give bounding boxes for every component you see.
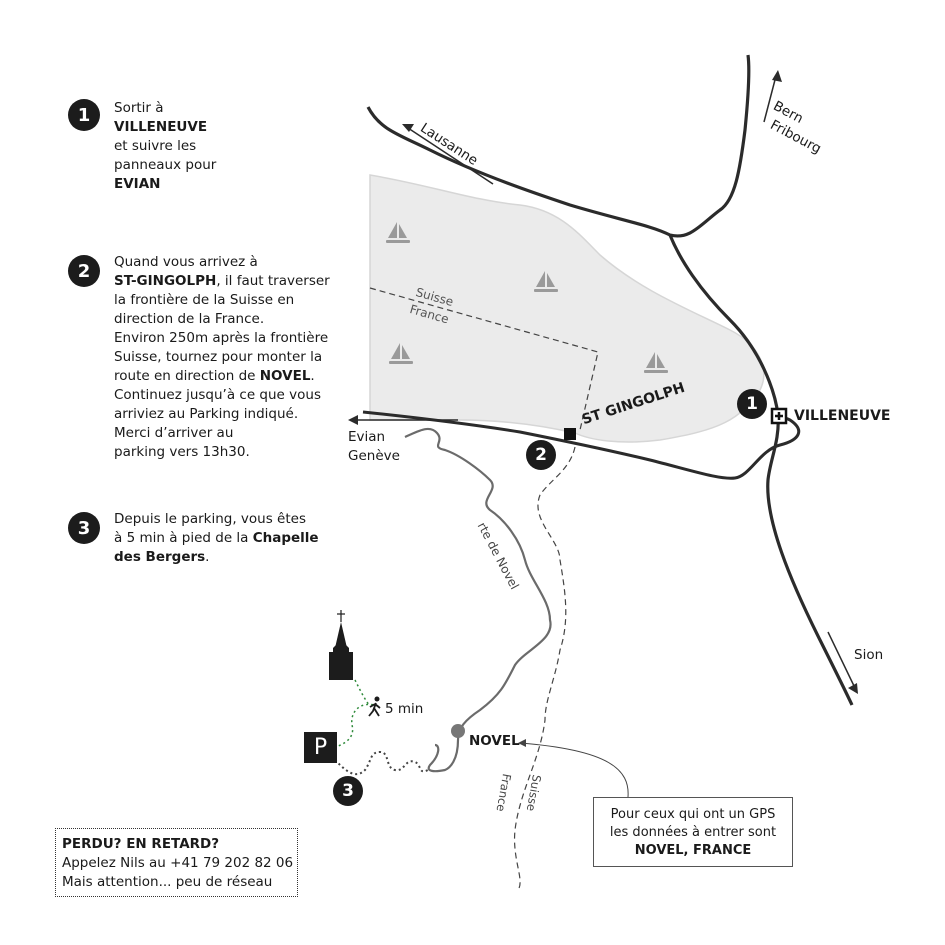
motorway [366, 54, 751, 238]
contact-phone: Appelez Nils au +41 79 202 82 06 [62, 855, 294, 871]
parking-track [334, 750, 429, 776]
gps-destination: NOVEL, FRANCE [634, 843, 752, 858]
arrow-evian-icon [348, 415, 458, 425]
arrow-sion-icon [827, 631, 858, 694]
walking-trail [331, 703, 379, 749]
contact-box: PERDU? EN RETARD? Appelez Nils au +41 79… [55, 828, 298, 897]
st-gingolph-marker [564, 428, 576, 440]
motorway [668, 234, 854, 706]
label-novel: NOVEL [469, 733, 520, 749]
step-number: 2 [68, 255, 100, 287]
hiker-icon [368, 696, 381, 717]
lakeside-road [362, 410, 801, 480]
step-2: 2 Quand vous arrivez à ST-GINGOLPH, il f… [68, 253, 330, 462]
label-walk-time: 5 min [385, 701, 424, 717]
marker-3: 3 [333, 776, 363, 806]
arrow-lausanne-icon [402, 124, 494, 185]
contact-title: PERDU? EN RETARD? [62, 836, 220, 852]
novel-road [404, 427, 552, 773]
arrow-bern-icon [763, 70, 782, 123]
step-text: Quand vous arrivez à ST-GINGOLPH, il fau… [114, 254, 330, 460]
step-3: 3 Depuis le parking, vous êtes à 5 min à… [68, 510, 319, 567]
step-1: 1 Sortir à VILLENEUVE et suivre les pann… [68, 99, 216, 194]
gps-box: Pour ceux qui ont un GPS les données à e… [593, 797, 793, 867]
walking-trail [354, 679, 371, 707]
chapel-icon [329, 610, 353, 680]
gps-callout-line [519, 742, 629, 798]
step-number: 3 [68, 512, 100, 544]
label-villeneuve: VILLENEUVE [794, 408, 891, 424]
gps-line: les données à entrer sont [609, 825, 777, 840]
boat-icon [386, 222, 410, 243]
boat-icon [534, 271, 558, 292]
boat-icon [389, 343, 413, 364]
marker-1: 1 [737, 389, 767, 419]
step-number: 1 [68, 99, 100, 131]
border-line [369, 287, 599, 431]
parking-icon: P [304, 732, 337, 763]
step-text: Depuis le parking, vous êtes à 5 min à p… [114, 511, 319, 565]
marker-2: 2 [526, 440, 556, 470]
boat-icon [644, 352, 668, 373]
border-line [513, 446, 576, 891]
step-text: Sortir à VILLENEUVE et suivre les pannea… [114, 100, 217, 192]
novel-marker [451, 724, 465, 738]
label-sion: Sion [854, 647, 884, 663]
label-geneve: Genève [348, 448, 400, 464]
label-evian: Evian [348, 429, 386, 445]
contact-note: Mais attention... peu de réseau [62, 874, 273, 890]
gps-line: Pour ceux qui ont un GPS [610, 807, 776, 822]
